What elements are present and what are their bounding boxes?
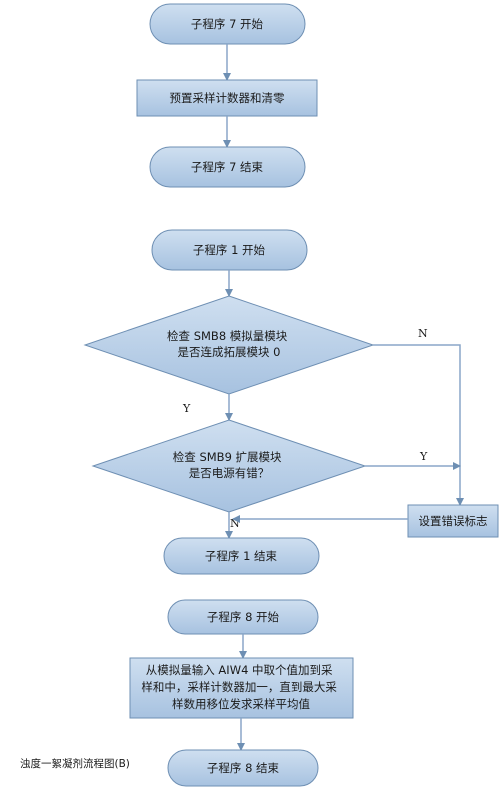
sub7-start-label: 子程序 7 开始 xyxy=(191,17,264,31)
set-error-node: 设置错误标志 xyxy=(407,504,499,538)
sub7-end-node: 子程序 7 结束 xyxy=(149,146,306,188)
check-smb9-decision: 检查 SMB9 扩展模块 是否电源有错？ xyxy=(91,419,367,513)
smb9-yes-label: Y xyxy=(419,450,428,463)
smb8-no-label: N xyxy=(418,327,428,340)
check-smb8-line2: 是否连成拓展模块 0 xyxy=(178,345,281,359)
sub8-process-line3: 样数用移位发求采样平均值 xyxy=(172,697,310,711)
sub8-start-label: 子程序 8 开始 xyxy=(207,610,280,624)
sub1-start-label: 子程序 1 开始 xyxy=(193,243,266,257)
sub8-process-line1: 从模拟量输入 AIW4 中取个值加到采 xyxy=(146,663,333,677)
connector-smb8-no-to-set-error xyxy=(373,344,464,506)
check-smb9-label: 检查 SMB9 扩展模块 是否电源有错？ xyxy=(173,450,285,480)
smb9-no-label: N xyxy=(230,517,240,530)
sub8-process-line2: 样和中，采样计数器加一，直到最大采 xyxy=(141,680,337,694)
sub1-start-node: 子程序 1 开始 xyxy=(151,229,308,271)
sub8-process-label: 从模拟量输入 AIW4 中取个值加到采 样和中，采样计数器加一，直到最大采 样数… xyxy=(141,663,340,711)
smb8-yes-label: Y xyxy=(182,402,191,415)
check-smb9-line2: 是否电源有错？ xyxy=(189,466,270,480)
sub7-preset-label: 预置采样计数器和清零 xyxy=(170,91,285,105)
sub1-end-node: 子程序 1 结束 xyxy=(163,537,320,575)
sub7-end-label: 子程序 7 结束 xyxy=(191,160,264,174)
sub7-start-node: 子程序 7 开始 xyxy=(149,3,306,45)
check-smb9-line1: 检查 SMB9 扩展模块 xyxy=(173,450,282,464)
sub8-start-node: 子程序 8 开始 xyxy=(167,599,319,635)
sub8-end-label: 子程序 8 结束 xyxy=(207,761,280,775)
set-error-label: 设置错误标志 xyxy=(419,514,488,528)
sub8-end-node: 子程序 8 结束 xyxy=(167,749,319,787)
sub7-preset-node: 预置采样计数器和清零 xyxy=(136,79,318,117)
figure-caption: 浊度一絮凝剂流程图(B) xyxy=(20,757,130,770)
sub1-end-label: 子程序 1 结束 xyxy=(205,549,278,563)
check-smb8-decision: 检查 SMB8 模拟量模块 是否连成拓展模块 0 xyxy=(83,295,375,395)
sub8-process-node: 从模拟量输入 AIW4 中取个值加到采 样和中，采样计数器加一，直到最大采 样数… xyxy=(129,657,354,719)
check-smb8-line1: 检查 SMB8 模拟量模块 xyxy=(167,329,288,343)
check-smb8-label: 检查 SMB8 模拟量模块 是否连成拓展模块 0 xyxy=(167,329,291,359)
